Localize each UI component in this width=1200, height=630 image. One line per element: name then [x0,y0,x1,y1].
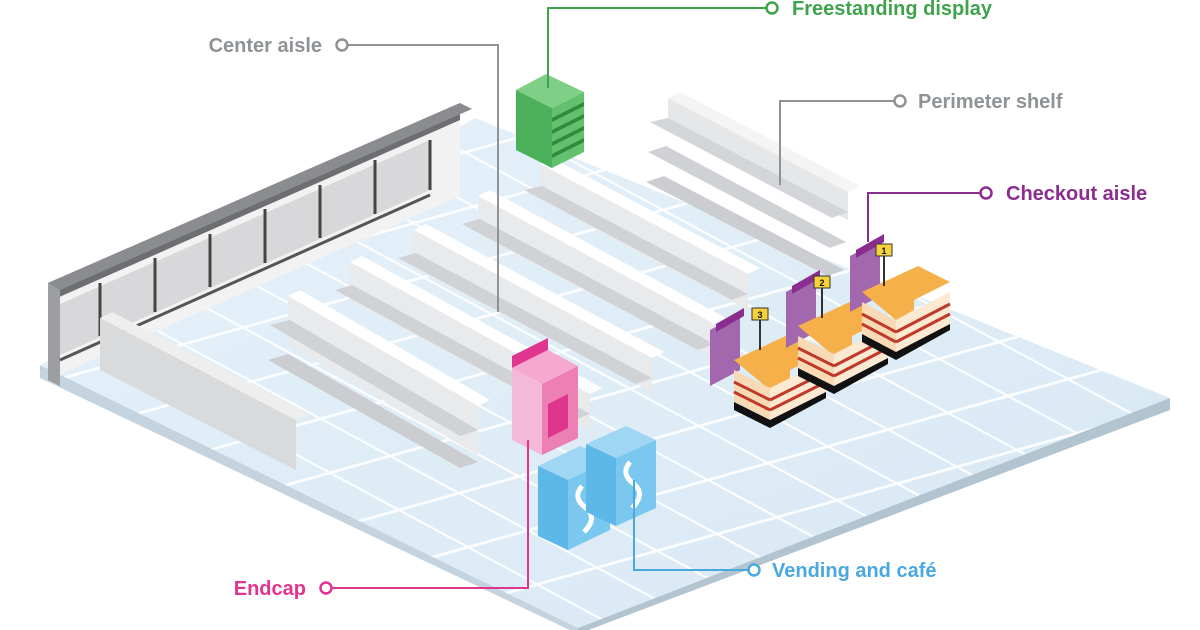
shelf-row-5 [524,158,760,310]
callout-label-perimeter: Perimeter shelf [918,91,1063,113]
endcap-display [512,338,578,455]
callout-label-vending: Vending and café [772,560,936,582]
callout-checkout-aisle: Checkout aisle [867,183,1147,242]
freestanding-display [516,74,584,168]
vending-machine-2 [586,426,656,526]
callout-vending-cafe: Vending and café [633,480,936,582]
checkout-lanes: 3 2 [710,234,951,428]
register-number-2: 2 [819,278,824,288]
callout-perimeter-shelf: Perimeter shelf [779,91,1063,185]
register-number-1: 1 [881,246,886,256]
shelf-row-4 [462,190,726,358]
shelf-row-3 [398,224,664,392]
callout-endcap: Endcap [234,440,529,600]
perimeter-shelf-back [646,92,860,276]
callout-label-endcap: Endcap [234,578,306,600]
callout-freestanding-display: Freestanding display [547,0,993,88]
perimeter-shelf-front [100,312,308,470]
register-number-3: 3 [757,310,762,320]
vending-machines [538,426,656,550]
checkout-lane-1: 1 [850,234,951,360]
shelf-row-1 [268,290,490,468]
callout-label-center-aisle: Center aisle [209,35,322,57]
callout-label-checkout: Checkout aisle [1006,183,1147,205]
callout-label-freestanding: Freestanding display [792,0,993,20]
callout-center-aisle: Center aisle [209,35,499,312]
